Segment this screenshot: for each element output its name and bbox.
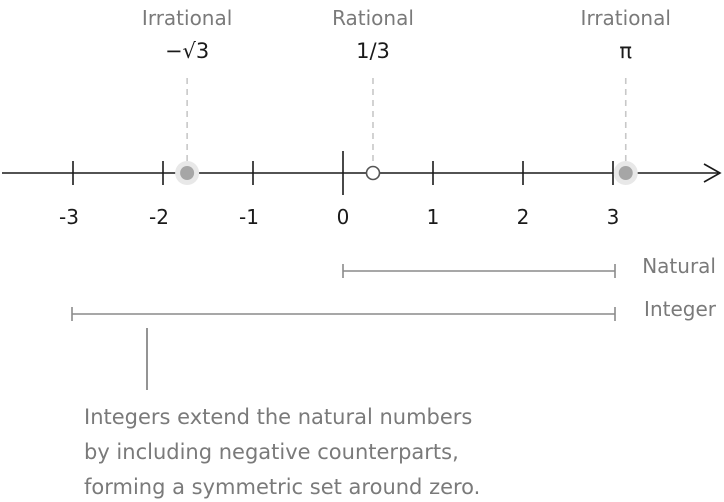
note-line-2: by including negative counterparts, bbox=[84, 440, 459, 464]
tick-label: -1 bbox=[239, 205, 259, 229]
range-label: Integer bbox=[644, 297, 717, 321]
filled-point-marker bbox=[180, 166, 195, 180]
note-text: Integers extend the natural numbers by i… bbox=[84, 405, 480, 499]
point-markers bbox=[175, 161, 638, 185]
note-line-3: forming a symmetric set around zero. bbox=[84, 475, 480, 499]
marker-category-label: Irrational bbox=[581, 6, 671, 30]
tick-label: -3 bbox=[59, 205, 79, 229]
range-label: Natural bbox=[642, 254, 716, 278]
tick-label: -2 bbox=[149, 205, 169, 229]
open-point-marker bbox=[365, 165, 381, 181]
marker-value-label: π bbox=[619, 39, 632, 63]
tick-marks bbox=[72, 151, 614, 195]
tick-label: 0 bbox=[337, 205, 350, 229]
axis-arrowhead bbox=[703, 163, 722, 183]
note-line-1: Integers extend the natural numbers bbox=[84, 405, 472, 429]
tick-labels: -3 -2 -1 0 1 2 3 bbox=[59, 205, 619, 229]
tick-label: 2 bbox=[517, 205, 530, 229]
marker-labels: Irrational −√3 Rational 1/3 Irrational π bbox=[142, 6, 671, 63]
marker-guides bbox=[186, 78, 627, 165]
filled-point-marker bbox=[618, 166, 633, 180]
tick-label: 3 bbox=[607, 205, 620, 229]
marker-category-label: Rational bbox=[332, 6, 414, 30]
marker-value-label: 1/3 bbox=[356, 39, 390, 63]
tick-label: 1 bbox=[427, 205, 440, 229]
marker-value-label: −√3 bbox=[165, 39, 209, 63]
marker-category-label: Irrational bbox=[142, 6, 232, 30]
